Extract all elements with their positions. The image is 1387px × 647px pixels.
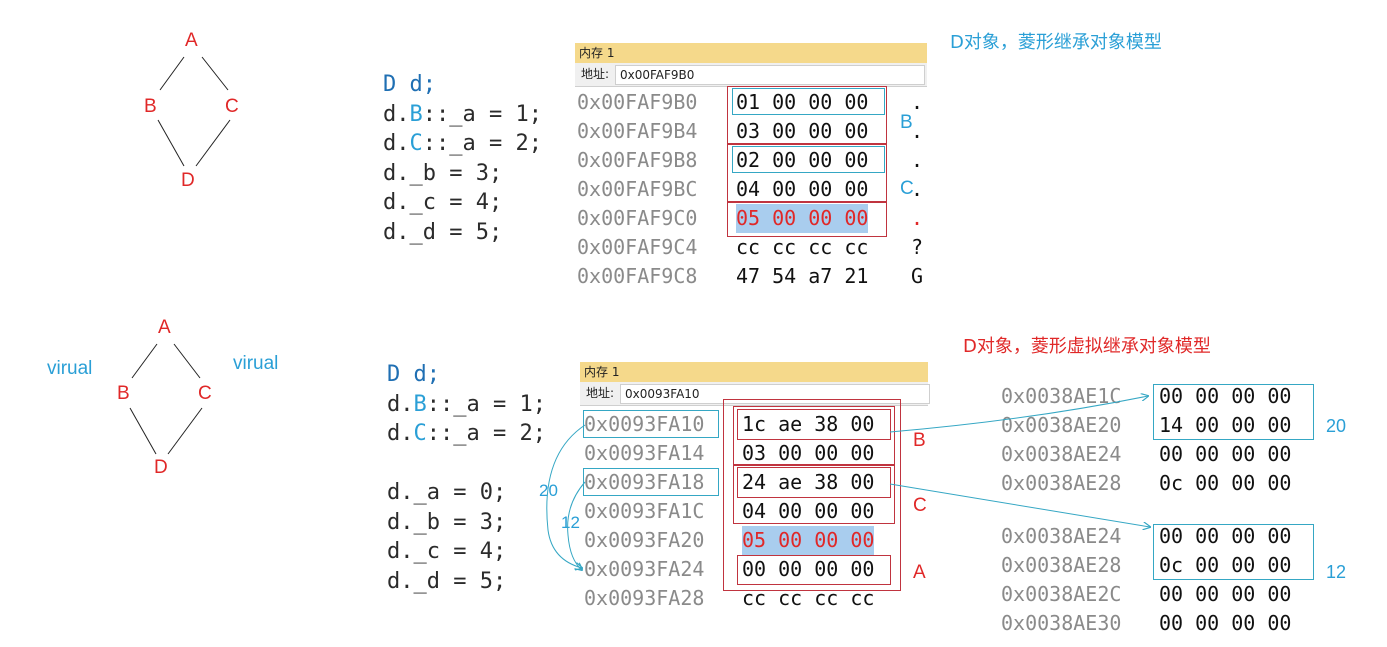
node-d: D <box>154 457 168 478</box>
arrow-offset-12 <box>567 481 586 570</box>
vbptr-box-b <box>737 409 891 440</box>
node-b: B <box>117 383 130 404</box>
heading-diamond-inheritance: D对象，菱形继承对象模型 <box>950 32 1162 53</box>
heading-virtual-diamond-inheritance: D对象，菱形虚拟继承对象模型 <box>963 336 1211 357</box>
memory-window-title: 内存 1 <box>575 43 927 63</box>
node-b: B <box>144 96 157 117</box>
label-b: B <box>913 430 926 451</box>
subobject-box-c <box>727 144 887 202</box>
vbtable-highlight-c <box>1153 524 1314 580</box>
code-line: d.B::_a = 1; <box>387 391 546 417</box>
code-line: d._d = 5; <box>387 568 507 594</box>
subobject-box-b <box>727 86 887 144</box>
node-d: D <box>181 170 195 191</box>
code-line: D d; <box>383 72 436 97</box>
highlight-box-c-a <box>732 146 885 173</box>
address-label: 地址: <box>581 67 610 81</box>
memory-address-bar: 地址: 0x0093FA10 <box>580 382 930 406</box>
code-block-bottom: D d;d.B::_a = 1;d.C::_a = 2;d._a = 0;d._… <box>387 360 546 596</box>
label-c: C <box>900 178 914 199</box>
label-c: C <box>913 495 927 516</box>
memory-address-bar: 地址: 0x00FAF9B0 <box>575 63 927 87</box>
address-input[interactable]: 0x00FAF9B0 <box>615 65 925 85</box>
node-c: C <box>198 383 212 404</box>
code-line: d._b = 3; <box>387 509 507 535</box>
subobject-box-c <box>733 464 895 524</box>
memory-window-title: 内存 1 <box>580 362 928 382</box>
subobject-box-b <box>733 406 895 466</box>
code-line: d._c = 4; <box>387 539 507 564</box>
label-a: A <box>913 562 926 583</box>
vbptr-address-box-c <box>583 468 719 496</box>
node-c: C <box>225 96 239 117</box>
arrow-vbptr-b <box>889 396 1148 433</box>
vbtable-highlight-b <box>1153 384 1314 440</box>
label-b: B <box>900 112 913 133</box>
virtual-base-box-a <box>737 555 891 585</box>
arrow-vbptr-c <box>889 483 1150 527</box>
vbptr-box-c <box>737 467 891 498</box>
vbtable-offset-label: 12 <box>1326 562 1347 582</box>
code-line: d.B::_a = 1; <box>383 101 542 127</box>
offset-label-20: 20 <box>539 481 558 500</box>
virtual-label-right: virual <box>233 353 279 374</box>
vbtable-offset-label: 20 <box>1326 416 1347 436</box>
code-line: D d; <box>387 362 440 387</box>
code-line: d._c = 4; <box>383 190 503 215</box>
code-line: d._b = 3; <box>383 160 503 186</box>
offset-label-12: 12 <box>561 513 580 532</box>
virtual-label-left: virual <box>47 358 93 379</box>
vbptr-address-box-b <box>583 410 719 438</box>
member-box-d <box>727 202 887 237</box>
object-outline-box <box>723 399 901 591</box>
code-block-top: D d;d.B::_a = 1;d.C::_a = 2;d._b = 3;d._… <box>383 70 542 247</box>
code-line: d.C::_a = 2; <box>383 131 542 156</box>
code-line: d._a = 0; <box>387 480 507 505</box>
code-line: d.C::_a = 2; <box>387 421 546 446</box>
node-a: A <box>185 30 198 51</box>
node-a: A <box>158 317 171 338</box>
address-label: 地址: <box>586 386 615 400</box>
highlight-box-b-a <box>732 88 885 115</box>
arrow-offset-20 <box>546 424 586 568</box>
code-line: d._d = 5; <box>383 219 503 245</box>
